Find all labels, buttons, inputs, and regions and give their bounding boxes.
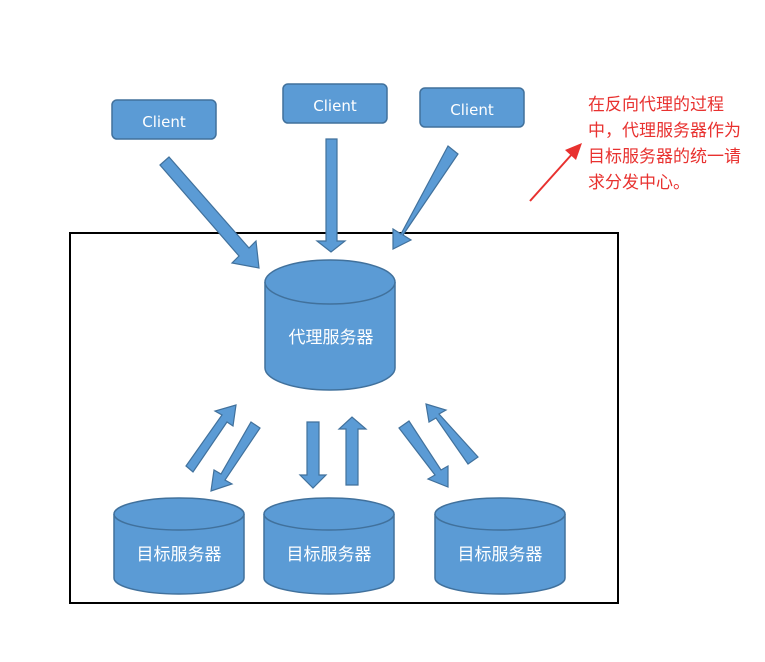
target-server-cylinder-3: 目标服务器 — [434, 497, 566, 595]
client-label: Client — [313, 97, 357, 115]
target1-to-proxy-arrow — [185, 404, 237, 473]
client-to-proxy-arrow-2 — [315, 138, 347, 253]
target3-to-proxy-arrow — [425, 403, 479, 465]
client-label: Client — [142, 113, 186, 131]
proxy-to-target3-arrow — [398, 420, 449, 488]
annotation-line-1: 在反向代理的过程 — [588, 95, 724, 115]
annotation-line-3: 目标服务器的统一请 — [588, 147, 741, 167]
proxy-server-label: 代理服务器 — [289, 328, 374, 348]
target-server-label: 目标服务器 — [137, 545, 222, 565]
annotation-text: 在反向代理的过程 中，代理服务器作为 目标服务器的统一请 求分发中心。 — [588, 95, 741, 193]
client-box-1: Client — [111, 99, 217, 140]
proxy-to-target1-arrow — [210, 421, 261, 492]
annotation-line-2: 中，代理服务器作为 — [588, 121, 741, 141]
client-to-proxy-arrow-1 — [159, 156, 260, 269]
client-label: Client — [450, 101, 494, 119]
proxy-server-cylinder: 代理服务器 — [264, 259, 396, 391]
target-server-cylinder-1: 目标服务器 — [113, 497, 245, 595]
proxy-to-target2-arrow — [298, 421, 328, 489]
target-server-label: 目标服务器 — [287, 545, 372, 565]
client-box-2: Client — [282, 83, 388, 124]
annotation-line-4: 求分发中心。 — [588, 173, 690, 193]
target2-to-proxy-arrow — [337, 416, 368, 486]
server-group-frame — [69, 232, 619, 604]
client-box-3: Client — [419, 87, 525, 128]
target-server-label: 目标服务器 — [458, 545, 543, 565]
target-server-cylinder-2: 目标服务器 — [263, 497, 395, 595]
client-to-proxy-arrow-3 — [392, 145, 459, 250]
annotation-arrow — [529, 143, 582, 202]
